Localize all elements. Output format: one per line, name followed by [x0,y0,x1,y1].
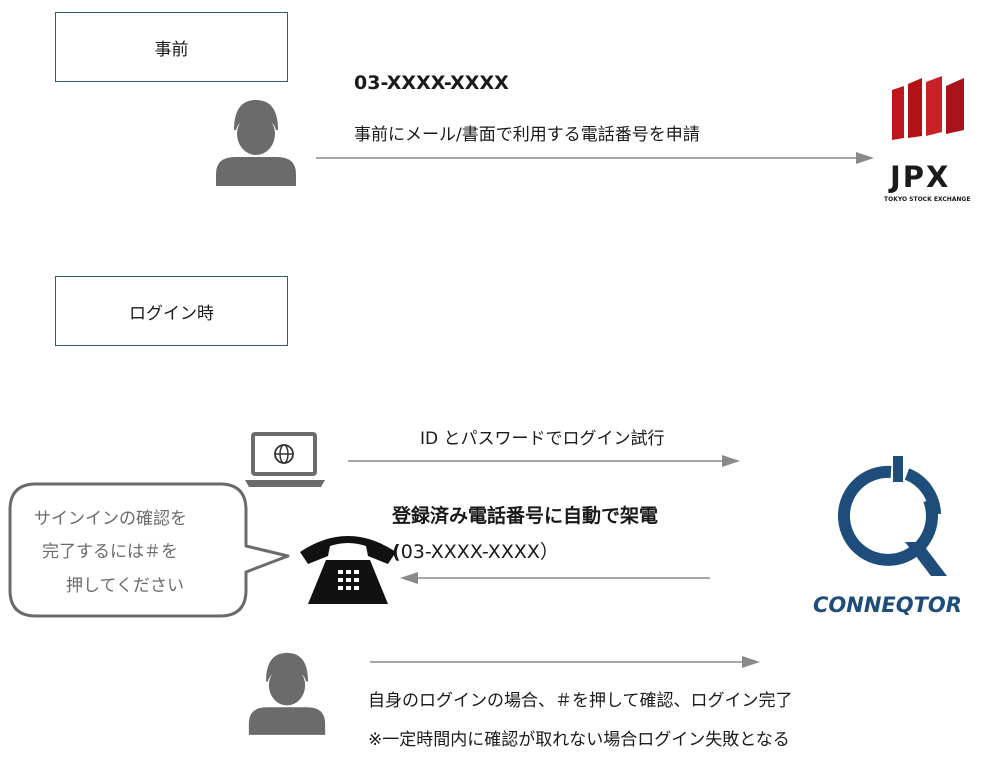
registered-phone-number: 03-XXXX-XXXX [354,72,509,94]
bubble-line-1: サインインの確認を [34,509,187,529]
bubble-line-3: 押してください [66,576,184,596]
person-icon-bottom [246,648,328,736]
arrow-confirm [370,654,762,670]
speech-bubble: サインインの確認を 完了するには＃を 押してください [6,482,296,622]
laptop-globe-icon [243,432,327,490]
section-before-box: 事前 [55,12,288,82]
conneqtor-logo-text: CONNEQTOR [813,593,962,617]
timeout-note-text: ※一定時間内に確認が取れない場合ログイン失敗となる [368,730,790,750]
confirm-action-text: 自身のログインの場合、＃を押して確認、ログイン完了 [368,691,793,711]
section-login-box: ログイン時 [55,276,288,346]
section-login-label: ログイン時 [129,303,214,324]
pre-registration-text: 事前にメール/書面で利用する電話番号を申請 [354,125,700,145]
arrow-login-attempt [348,453,742,469]
person-icon [213,96,299,186]
telephone-icon [298,526,398,608]
conneqtor-logo: CONNEQTOR [805,446,984,636]
login-attempt-text: ID とパスワードでログイン試行 [420,429,665,449]
auto-call-number-open: ( [392,541,401,563]
section-before-label: 事前 [154,39,189,60]
jpx-logo: JPX TOKYO STOCK EXCHANGE [868,72,984,214]
auto-call-title: 登録済み電話番号に自動で架電 [392,505,659,527]
arrow-to-jpx [316,150,876,166]
arrow-auto-call [398,570,710,586]
jpx-logo-subtitle: TOKYO STOCK EXCHANGE [884,196,971,203]
auto-call-number: (03-XXXX-XXXX） [392,537,559,564]
bubble-line-2: 完了するには＃を [42,542,178,562]
auto-call-number-value: 03-XXXX-XXXX [400,541,540,563]
jpx-logo-text: JPX [890,160,951,194]
auto-call-number-close: ） [539,541,559,563]
